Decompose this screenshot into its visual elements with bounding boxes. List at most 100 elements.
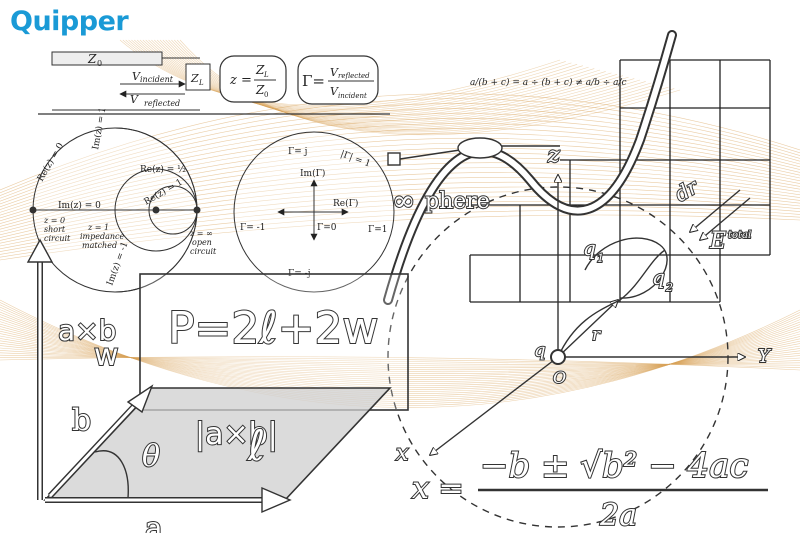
x-axis-label: x: [396, 441, 409, 466]
spirograph-line: [0, 210, 800, 258]
y-axis-label: Y: [758, 346, 772, 367]
z-eq-num-sub: L: [263, 71, 269, 79]
b-label: b: [72, 403, 91, 438]
q1-label: q: [583, 236, 596, 260]
dr-arrows: [690, 189, 751, 240]
z-eq-lhs: z =: [229, 73, 252, 88]
q2-label: q: [652, 265, 665, 289]
open-label: open: [192, 238, 212, 247]
gamma-num: V: [330, 66, 339, 79]
q2-sub: 2: [665, 281, 673, 294]
short-z: z = 0: [43, 216, 65, 225]
a-label: a: [145, 511, 163, 533]
v-incident-label: V: [132, 70, 141, 83]
zl-label: Z: [190, 72, 199, 85]
key-shape: [387, 137, 560, 166]
re-gamma-label: Re(Γ): [333, 198, 358, 209]
zl-sub: L: [198, 79, 204, 87]
z0-label: Z: [87, 52, 97, 66]
z-axis-label: z: [547, 143, 560, 168]
spirograph-line: [0, 186, 800, 244]
perimeter-w-label: w: [94, 338, 119, 373]
gamma-0-label: Γ=0: [317, 223, 337, 233]
gamma-plane: [233, 131, 395, 293]
center-math-labels: ∞ phere z Y x O q r q 1 q 2 dr E total: [391, 142, 773, 467]
quadratic-x-eq: x =: [412, 471, 464, 506]
normalized-impedance-formula: z = Z L Z 0: [219, 55, 287, 103]
spirograph-line: [0, 113, 800, 202]
theta-label: θ: [142, 439, 160, 474]
quadratic-denominator: 2a: [599, 498, 637, 533]
v-reflected-sub: reflected: [144, 99, 180, 108]
spirograph-line: [0, 214, 800, 261]
abs-axb-label: |a×b|: [195, 417, 278, 452]
smith-chart: [29, 127, 201, 293]
fraction-identity: a/(b + c) = a ÷ (b + c) ≠ a/b ÷ a/c: [470, 77, 627, 88]
gamma-neg1-label: Γ= -1: [240, 223, 265, 233]
spirograph-line: [0, 181, 800, 241]
spirograph-line: [0, 191, 800, 247]
spirograph-line: [0, 142, 800, 219]
spirograph-line: [0, 118, 800, 205]
v-incident-sub: incident: [140, 75, 174, 84]
z-eq-num: Z: [255, 63, 265, 77]
spirograph-line: [0, 200, 800, 252]
gamma-1-label: Γ=1: [368, 225, 388, 235]
spirograph-line: [0, 137, 800, 216]
spirograph-line: [119, 39, 561, 106]
axb-label: a×b: [58, 314, 116, 347]
reflection-coefficient-formula: Γ= V reflected V incident: [297, 55, 379, 105]
re-half-label: Re(z) = ½: [140, 164, 186, 175]
spirograph-line: [0, 98, 800, 194]
matched-label-2: matched: [82, 241, 117, 250]
open-label-2: circuit: [190, 247, 217, 256]
transmission-line-diagram: Z 0 V incident V reflected Z L: [51, 51, 211, 111]
perimeter-l-label: ℓ: [247, 421, 265, 470]
spirograph-line: [131, 39, 583, 112]
gamma-den: V: [330, 85, 339, 98]
spirograph-line: [0, 103, 800, 196]
gamma-lhs: Γ=: [302, 72, 325, 90]
q1-sub: 1: [597, 252, 604, 265]
spirograph-line: [0, 123, 800, 208]
im-zero-label: Im(z) = 0: [58, 200, 101, 211]
spirograph-line: [0, 302, 800, 406]
short-label: short: [44, 225, 66, 234]
spirograph-line: [136, 39, 595, 115]
spirograph-line: [0, 304, 800, 404]
charge-label: q: [534, 340, 546, 361]
spirograph-line: [0, 93, 800, 191]
spirograph-line: [174, 39, 669, 133]
spirograph-line: [134, 39, 589, 113]
spirograph-line: [0, 356, 800, 371]
e-total-label: E: [709, 229, 726, 254]
cubic-curve: [383, 30, 677, 305]
gamma-den-sub: incident: [338, 92, 367, 100]
r-vector-label: r: [592, 325, 601, 345]
spirograph-line: [171, 39, 663, 131]
sphere-word: phere: [425, 189, 490, 214]
origin-point: [550, 349, 566, 365]
spirograph-line: [128, 39, 578, 110]
3d-axes: [430, 175, 745, 455]
open-z: z = ∞: [189, 229, 213, 238]
spirograph-line: [0, 205, 800, 255]
gamma-j-label: Γ= j: [288, 147, 307, 157]
e-total-sup: total: [728, 230, 751, 241]
spirograph-line: [0, 196, 800, 250]
im-gamma-label: Im(Γ): [300, 168, 325, 179]
z-eq-den: Z: [255, 83, 265, 97]
z0-sub: 0: [97, 59, 102, 68]
cross-product-diagram: [26, 238, 392, 514]
matched-z: z = 1: [87, 223, 109, 232]
quadratic-formula: x = −b ± √b² − 4ac 2a: [411, 445, 768, 533]
quipper-logo: Quipper: [10, 6, 129, 37]
gamma-num-sub: reflected: [338, 72, 370, 80]
spirograph-line: [122, 39, 566, 108]
spirograph-line: [0, 147, 800, 222]
spirograph-line: [0, 132, 800, 213]
quadratic-numerator: −b ± √b² − 4ac: [480, 446, 748, 486]
z-eq-den-sub: 0: [264, 91, 268, 99]
